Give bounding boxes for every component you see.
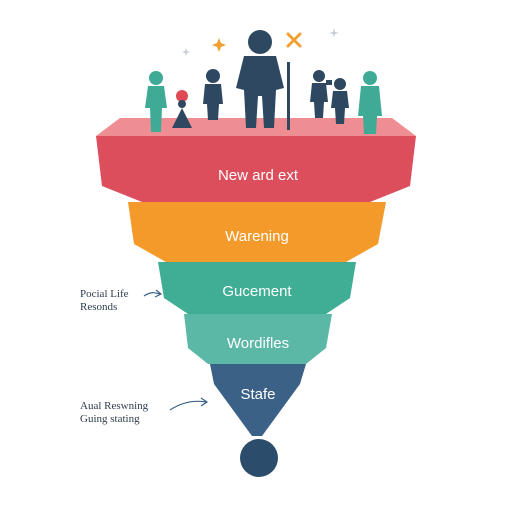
sparkle-icon [212,38,226,52]
funnel-bottom-ball [240,439,278,477]
person-teal-right [358,71,382,134]
stage-label-5: Stafe [240,386,275,403]
sparkle-icons [182,28,339,56]
stage-label-2: Warening [225,228,289,245]
person-navy-left [203,69,223,120]
people-group-illustration [145,30,382,134]
funnel-stage-3 [158,262,356,314]
stage-label-3: Gucement [222,283,292,300]
side-note-top-line1: Pocial Life [80,288,129,300]
person-central-large [236,30,290,130]
funnel-stage-5 [210,364,306,436]
annotation-arrow-bottom [169,400,207,411]
sparkle-icon [329,28,339,38]
side-note-bottom-line2: Guing stating [80,413,140,425]
person-navy-right-1 [310,70,332,118]
person-navy-right-2 [331,78,349,124]
side-note-top: Pocial Life Resonds [80,288,129,314]
person-teal-left [145,71,167,132]
funnel-stage-1 [96,136,416,202]
annotation-arrow-top [143,292,161,297]
funnel-stage-4 [184,314,332,364]
side-note-bottom: Aual Reswning Guing stating [80,400,148,426]
annotation-arrowhead-top [154,289,163,298]
stage-label-1: New ard ext [218,167,299,184]
sparkle-icon [182,48,190,56]
side-note-top-line2: Resonds [80,301,118,313]
person-small-seated [172,90,192,128]
funnel-stage-2 [128,202,386,262]
cross-icon [286,32,302,48]
annotation-arrowhead-bottom [200,397,209,407]
stage-label-4: Wordifles [227,335,289,352]
side-note-bottom-line1: Aual Reswning [80,400,149,412]
